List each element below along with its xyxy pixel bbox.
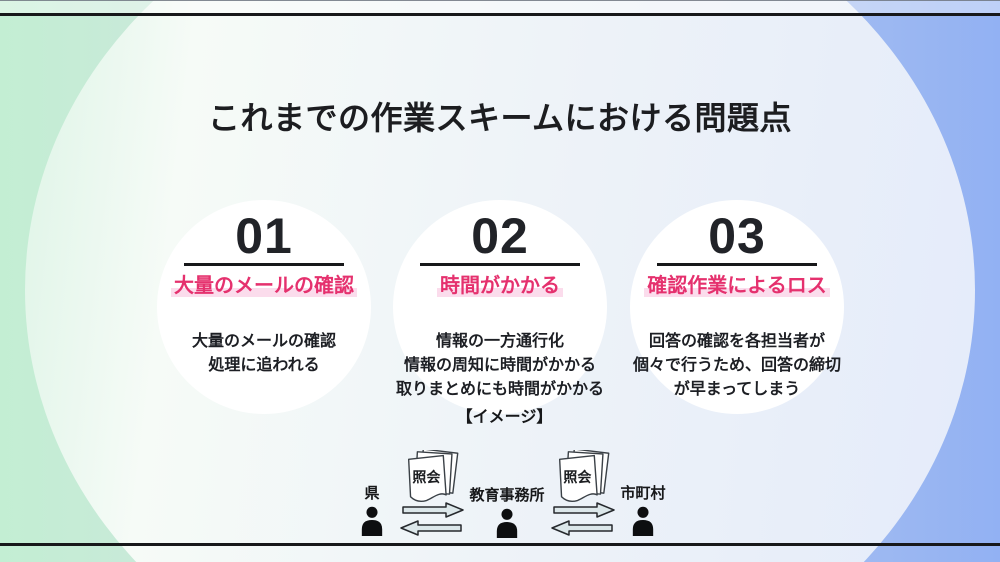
number-underline xyxy=(657,263,817,266)
slide-title: これまでの作業スキームにおける問題点 xyxy=(207,100,793,136)
image-caption: 【イメージ】 xyxy=(456,409,553,426)
problem-heading: 時間がかかる xyxy=(437,274,563,298)
number-underline xyxy=(184,263,344,266)
bottom-border-line xyxy=(0,543,1000,546)
problem-body: 回答の確認を各担当者が 個々で行うため、回答の締切 が早まってしまう xyxy=(632,333,841,398)
problem-card-1: 01 大量のメールの確認 大量のメールの確認 処理に追われる xyxy=(157,200,371,414)
top-border-line xyxy=(0,13,1000,16)
problem-heading: 確認作業によるロス xyxy=(644,274,830,298)
number-underline xyxy=(420,263,580,266)
problem-heading: 大量のメールの確認 xyxy=(171,274,357,298)
problem-body: 大量のメールの確認 処理に追われる xyxy=(191,333,336,374)
problem-card-3: 03 確認作業によるロス 回答の確認を各担当者が 個々で行うため、回答の締切 が… xyxy=(630,200,844,414)
top-hairline xyxy=(0,0,1000,1)
problem-number: 02 xyxy=(471,208,529,264)
problem-number: 03 xyxy=(708,208,766,264)
top-strip xyxy=(0,0,1000,13)
problem-card-2: 02 時間がかかる 情報の一方通行化 情報の周知に時間がかかる 取りまとめにも時… xyxy=(393,200,607,414)
problem-number: 01 xyxy=(235,208,293,264)
problem-body: 情報の一方通行化 情報の周知に時間がかかる 取りまとめにも時間がかかる xyxy=(395,333,604,398)
